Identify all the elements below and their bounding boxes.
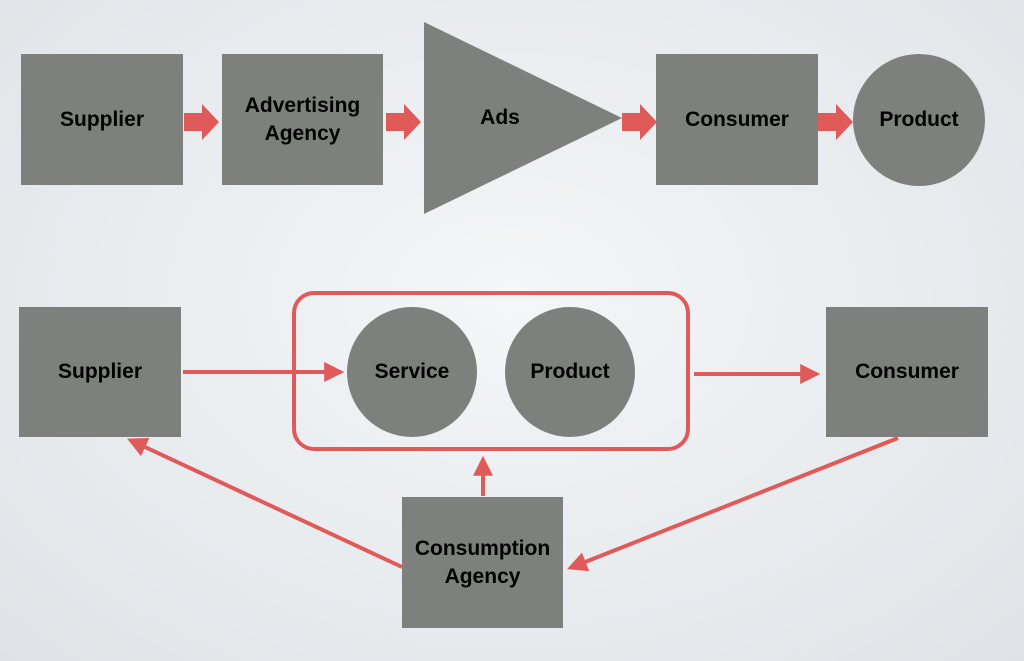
top-product-circle: Product	[853, 54, 985, 186]
top-product-label: Product	[879, 108, 959, 131]
top-arrow-consumer-to-product	[818, 104, 853, 140]
advertising-agency-label: Advertising Agency	[244, 93, 361, 145]
top-supplier-label: Supplier	[59, 107, 144, 131]
service-label: Service	[374, 360, 450, 383]
bottom-consumer-label: Consumer	[855, 360, 959, 383]
top-arrow-supplier-to-agency	[184, 104, 219, 140]
arrow-consumer-to-agency	[567, 436, 899, 572]
top-arrow-agency-to-ads	[386, 104, 421, 140]
service-circle: Service	[347, 307, 477, 437]
advertising-agency-box: Advertising Agency	[222, 54, 383, 185]
consumption-agency-box: Consumption Agency	[402, 497, 563, 628]
ads-label: Ads	[480, 106, 520, 129]
ads-triangle-shape	[424, 22, 622, 214]
consumption-agency-label: Consumption Agency	[414, 536, 551, 588]
top-consumer-label: Consumer	[685, 107, 789, 131]
bottom-product-circle: Product	[505, 307, 635, 437]
top-consumer-box: Consumer	[656, 54, 818, 185]
bottom-product-label: Product	[530, 360, 610, 383]
bottom-supplier-box: Supplier	[19, 307, 181, 437]
bottom-supplier-label: Supplier	[57, 360, 142, 383]
top-arrow-ads-to-consumer	[622, 104, 657, 140]
ads-triangle: Ads	[424, 22, 622, 214]
bottom-consumer-box: Consumer	[826, 307, 988, 437]
top-supplier-box: Supplier	[21, 54, 183, 185]
arrow-agency-to-supplier	[127, 438, 403, 569]
